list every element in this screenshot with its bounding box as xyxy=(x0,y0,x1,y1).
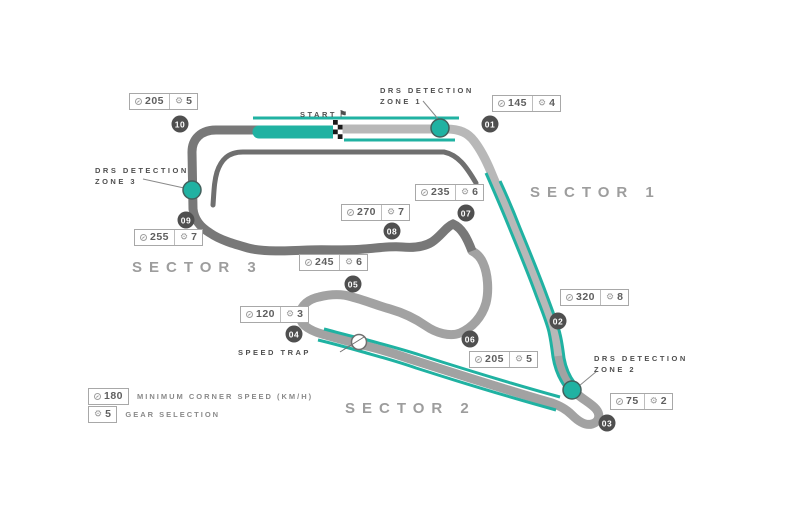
speedometer-icon xyxy=(616,398,623,405)
legend-gear-badge: ⚙5 xyxy=(88,406,118,423)
corner-09-badge: 255 ⚙7 xyxy=(134,229,204,246)
corner-05-badge: 245 ⚙6 xyxy=(299,254,369,271)
legend-gear-text: GEAR SELECTION xyxy=(125,410,221,419)
checkered-flag-line xyxy=(333,120,343,139)
speed-trap-leader-line xyxy=(339,336,365,353)
drs-zone-2-label: DRS DETECTION ZONE 2 xyxy=(594,354,688,374)
speedometer-icon xyxy=(347,209,354,216)
gear-icon: ⚙ xyxy=(606,291,615,302)
track-sector-1 xyxy=(340,124,563,357)
gear-icon: ⚙ xyxy=(94,408,103,419)
sector-2-label: SECTOR 2 xyxy=(345,400,476,417)
corner-marker-04: 04 xyxy=(285,325,303,343)
corner-10-badge: 205 ⚙5 xyxy=(129,93,199,110)
drs-stripe-bottom-top xyxy=(323,327,561,399)
drs-zone-1-label: DRS DETECTION ZONE 1 xyxy=(380,86,474,106)
gear-icon: ⚙ xyxy=(387,206,396,217)
drs-detection-point-2 xyxy=(562,380,582,400)
speed-trap-label: SPEED TRAP xyxy=(238,348,311,357)
speedometer-icon xyxy=(246,311,253,318)
drs-stripe-bottom-bottom xyxy=(317,338,557,412)
speedometer-icon xyxy=(140,234,147,241)
corner-marker-03: 03 xyxy=(598,414,616,432)
speedometer-icon xyxy=(94,393,101,400)
drs-detection-point-3 xyxy=(182,180,202,200)
gear-icon: ⚙ xyxy=(515,353,524,364)
corner-07-badge: 235 ⚙6 xyxy=(415,184,485,201)
speedometer-icon xyxy=(498,100,505,107)
sector-1-label: SECTOR 1 xyxy=(530,184,661,201)
sector-3-label: SECTOR 3 xyxy=(132,259,263,276)
corner-marker-01: 01 xyxy=(481,115,499,133)
drs-zone-3-label: DRS DETECTION ZONE 3 xyxy=(95,166,189,186)
drs-stripe-descent-left xyxy=(484,172,568,389)
track-sector-2 xyxy=(295,246,604,429)
gear-icon: ⚙ xyxy=(649,395,658,406)
gear-icon: ⚙ xyxy=(180,231,189,242)
corner-01-badge: 145 ⚙4 xyxy=(492,95,562,112)
corner-marker-02: 02 xyxy=(549,312,567,330)
corner-04-badge: 120 ⚙3 xyxy=(240,306,310,323)
gear-icon: ⚙ xyxy=(175,95,184,106)
gear-icon: ⚙ xyxy=(345,256,354,267)
drs3-leader-line xyxy=(142,178,185,189)
legend-speed-badge: 180 xyxy=(88,388,130,405)
corner-02-badge: 320 ⚙8 xyxy=(560,289,630,306)
legend-speed-text: MINIMUM CORNER SPEED (KM/H) xyxy=(137,392,314,401)
corner-03-badge: 75 ⚙2 xyxy=(610,393,674,410)
corner-marker-09: 09 xyxy=(177,211,195,229)
gear-icon: ⚙ xyxy=(538,97,547,108)
gear-icon: ⚙ xyxy=(286,308,295,319)
start-label: START⚑ xyxy=(300,109,347,120)
start-flag-icon: ⚑ xyxy=(338,109,348,119)
drs2-leader-line xyxy=(578,370,598,387)
corner-marker-10: 10 xyxy=(171,115,189,133)
track-sector-3 xyxy=(187,125,477,256)
speedometer-icon xyxy=(475,356,482,363)
corner-06-badge: 205 ⚙5 xyxy=(469,351,539,368)
corner-marker-08: 08 xyxy=(383,222,401,240)
corner-08-badge: 270 ⚙7 xyxy=(341,204,411,221)
speedometer-icon xyxy=(135,98,142,105)
gear-icon: ⚙ xyxy=(461,186,470,197)
speed-trap-marker xyxy=(350,333,368,351)
drs1-leader-line xyxy=(422,100,440,121)
corner-marker-06: 06 xyxy=(461,330,479,348)
corner-marker-07: 07 xyxy=(457,204,475,222)
corner-marker-05: 05 xyxy=(344,275,362,293)
legend-gear-selection: ⚙5 GEAR SELECTION xyxy=(88,406,220,423)
start-text: START xyxy=(300,110,337,119)
speedometer-icon xyxy=(305,259,312,266)
speedometer-icon xyxy=(566,294,573,301)
drs-detection-point-1 xyxy=(430,118,450,138)
legend-min-corner-speed: 180 MINIMUM CORNER SPEED (KM/H) xyxy=(88,388,313,405)
speedometer-icon xyxy=(421,189,428,196)
